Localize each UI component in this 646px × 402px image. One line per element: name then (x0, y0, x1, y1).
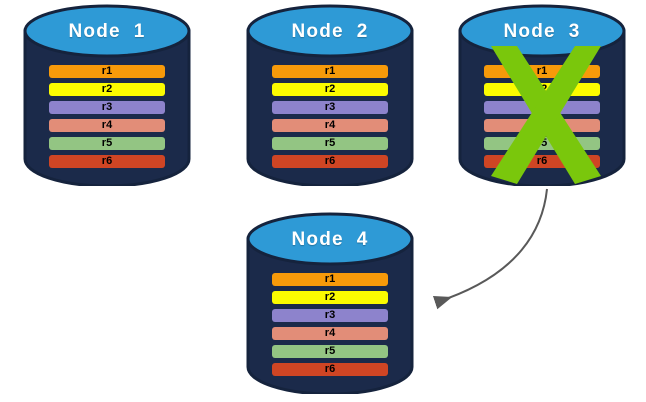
row-bar[interactable]: r5 (272, 137, 388, 150)
node-4[interactable]: Node 4 r1 r2 r3 r4 r5 r6 (245, 212, 415, 394)
row-bar[interactable]: r2 (272, 291, 388, 304)
row-bar[interactable]: r6 (484, 155, 600, 168)
row-bar[interactable]: r4 (272, 327, 388, 340)
row-bar[interactable]: r6 (49, 155, 165, 168)
node-3-rows: r1 r2 r3 r4 r5 r6 (484, 65, 600, 168)
arrow-path (432, 188, 548, 310)
node-2[interactable]: Node 2 r1 r2 r3 r4 r5 r6 (245, 4, 415, 186)
row-bar[interactable]: r2 (484, 83, 600, 96)
row-bar[interactable]: r3 (484, 101, 600, 114)
row-bar[interactable]: r3 (272, 101, 388, 114)
row-bar[interactable]: r1 (272, 65, 388, 78)
row-bar[interactable]: r4 (49, 119, 165, 132)
row-bar[interactable]: r1 (272, 273, 388, 286)
row-bar[interactable]: r6 (272, 155, 388, 168)
row-bar[interactable]: r1 (484, 65, 600, 78)
row-bar[interactable]: r3 (272, 309, 388, 322)
row-bar[interactable]: r5 (49, 137, 165, 150)
row-bar[interactable]: r3 (49, 101, 165, 114)
node-1-rows: r1 r2 r3 r4 r5 r6 (49, 65, 165, 168)
node-3[interactable]: Node 3 r1 r2 r3 r4 r5 r6 (457, 4, 627, 186)
node-1[interactable]: Node 1 r1 r2 r3 r4 r5 r6 (22, 4, 192, 186)
row-bar[interactable]: r6 (272, 363, 388, 376)
row-bar[interactable]: r2 (272, 83, 388, 96)
row-bar[interactable]: r1 (49, 65, 165, 78)
row-bar[interactable]: r5 (484, 137, 600, 150)
row-bar[interactable]: r5 (272, 345, 388, 358)
node-2-rows: r1 r2 r3 r4 r5 r6 (272, 65, 388, 168)
row-bar[interactable]: r4 (272, 119, 388, 132)
node-4-rows: r1 r2 r3 r4 r5 r6 (272, 273, 388, 376)
row-bar[interactable]: r4 (484, 119, 600, 132)
row-bar[interactable]: r2 (49, 83, 165, 96)
